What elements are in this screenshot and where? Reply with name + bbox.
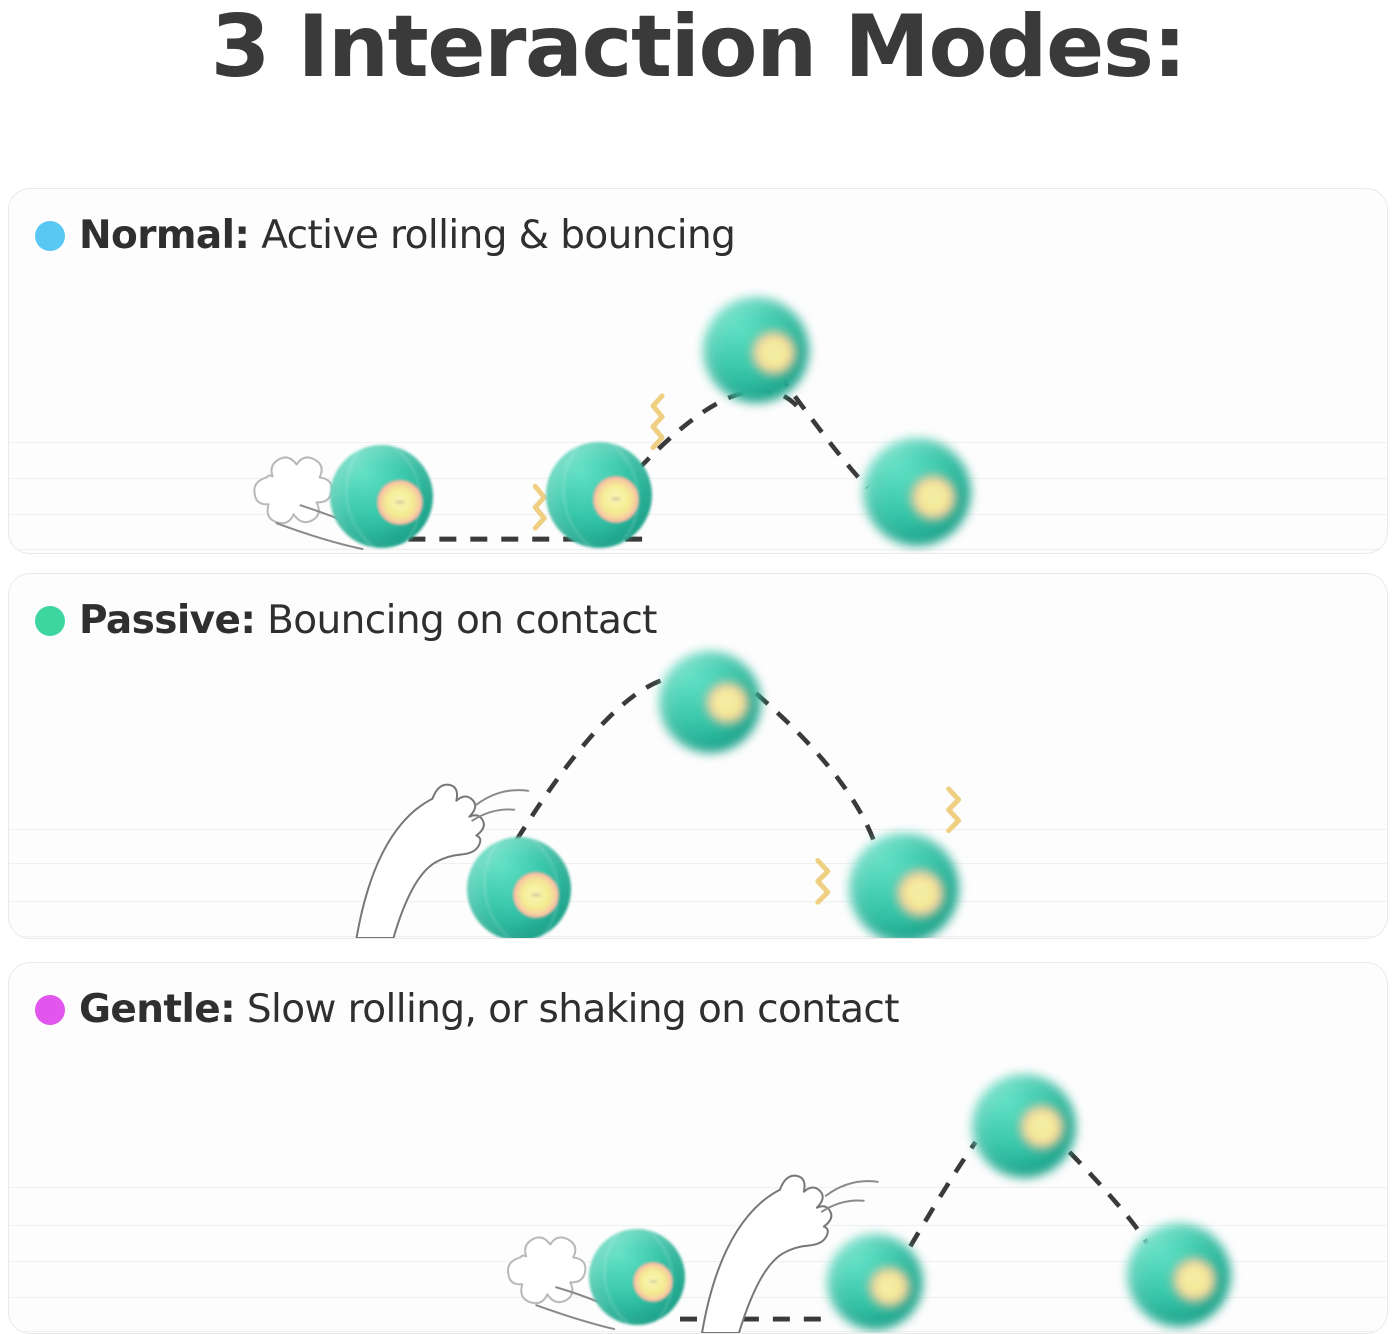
mode-label-passive: Passive: Bouncing on contact	[79, 598, 657, 643]
mode-card-normal: Normal: Active rolling & bouncing	[8, 188, 1388, 554]
mode-description: Bouncing on contact	[267, 598, 657, 643]
page-title: 3 Interaction Modes:	[210, 0, 1187, 97]
ball-landing	[1127, 1223, 1231, 1327]
ball-eye	[751, 330, 797, 376]
ball-eye	[1172, 1258, 1217, 1303]
ball-eye-core	[601, 485, 630, 514]
motion-arc-icon	[820, 1180, 879, 1213]
ball-apex	[703, 297, 809, 403]
vibration-squiggle-icon-2	[650, 393, 665, 451]
ball-eye-core	[386, 489, 414, 517]
mode-description: Slow rolling, or shaking on contact	[246, 987, 900, 1032]
dashed-trajectory-up	[893, 1140, 978, 1273]
ball-eye-core	[919, 483, 947, 511]
ball-eye	[910, 474, 956, 521]
scene-normal	[9, 189, 1387, 553]
ball-contact	[467, 837, 571, 938]
ball-landing	[849, 833, 959, 938]
ball-apex	[972, 1074, 1076, 1178]
dust-puff-icon	[253, 456, 333, 525]
card-header-passive: Passive: Bouncing on contact	[35, 598, 657, 643]
ball-eye-core	[760, 339, 788, 367]
card-header-gentle: Gentle: Slow rolling, or shaking on cont…	[35, 987, 900, 1032]
ball-eye	[869, 1266, 910, 1307]
dashed-trajectory-down	[754, 691, 876, 842]
mode-label-gentle: Gentle: Slow rolling, or shaking on cont…	[79, 987, 900, 1032]
mode-dot-normal	[35, 220, 65, 251]
scene-passive	[9, 574, 1387, 938]
ball-liftoff	[546, 442, 652, 548]
mode-dot-passive	[35, 605, 65, 636]
ball-eye-core	[641, 1269, 666, 1294]
motion-arc-icon	[471, 789, 530, 822]
dashed-trajectory-up	[636, 388, 805, 472]
mode-dot-gentle	[35, 994, 65, 1025]
mode-name: Normal:	[79, 213, 250, 258]
dashed-trajectory-down	[776, 371, 870, 489]
card-header-normal: Normal: Active rolling & bouncing	[35, 213, 736, 258]
ball-eye	[1019, 1105, 1064, 1149]
ball-contact	[827, 1234, 923, 1330]
ball-eye	[592, 475, 640, 523]
vibration-squiggle-icon	[532, 483, 547, 531]
ball-eye	[705, 681, 749, 725]
ball-eye	[897, 870, 944, 917]
ball-rolling	[589, 1229, 685, 1325]
ball-eye	[512, 872, 559, 919]
ball-eye-core	[1028, 1113, 1055, 1141]
mode-card-gentle: Gentle: Slow rolling, or shaking on cont…	[8, 962, 1388, 1334]
ball-apex	[659, 651, 761, 753]
dashed-trajectory-up	[514, 676, 669, 842]
ball-landing	[863, 438, 971, 546]
ball-eye-core	[521, 881, 550, 909]
dashed-trajectory-down	[1067, 1150, 1150, 1245]
mode-label-normal: Normal: Active rolling & bouncing	[79, 213, 736, 258]
mode-card-passive: Passive: Bouncing on contact	[8, 573, 1388, 939]
scene-passive-svg	[355, 676, 962, 938]
ball-eye	[377, 480, 423, 526]
dust-puff-icon	[507, 1236, 587, 1305]
mode-name: Passive:	[79, 598, 256, 643]
scene-gentle-svg	[507, 1140, 1150, 1333]
ball-eye-core	[714, 690, 741, 716]
ball-rolling	[330, 445, 433, 548]
mode-description: Active rolling & bouncing	[261, 213, 736, 258]
paw-icon	[355, 783, 485, 938]
mode-name: Gentle:	[79, 987, 236, 1032]
paw-icon	[700, 1174, 833, 1333]
vibration-squiggle-icon	[946, 786, 962, 834]
scene-gentle	[9, 963, 1387, 1333]
ball-eye-core	[1181, 1267, 1208, 1294]
ball-eye-core	[877, 1274, 902, 1299]
ball-eye	[633, 1261, 674, 1302]
vibration-squiggle-icon-2	[815, 857, 831, 905]
ball-eye-core	[906, 879, 935, 908]
